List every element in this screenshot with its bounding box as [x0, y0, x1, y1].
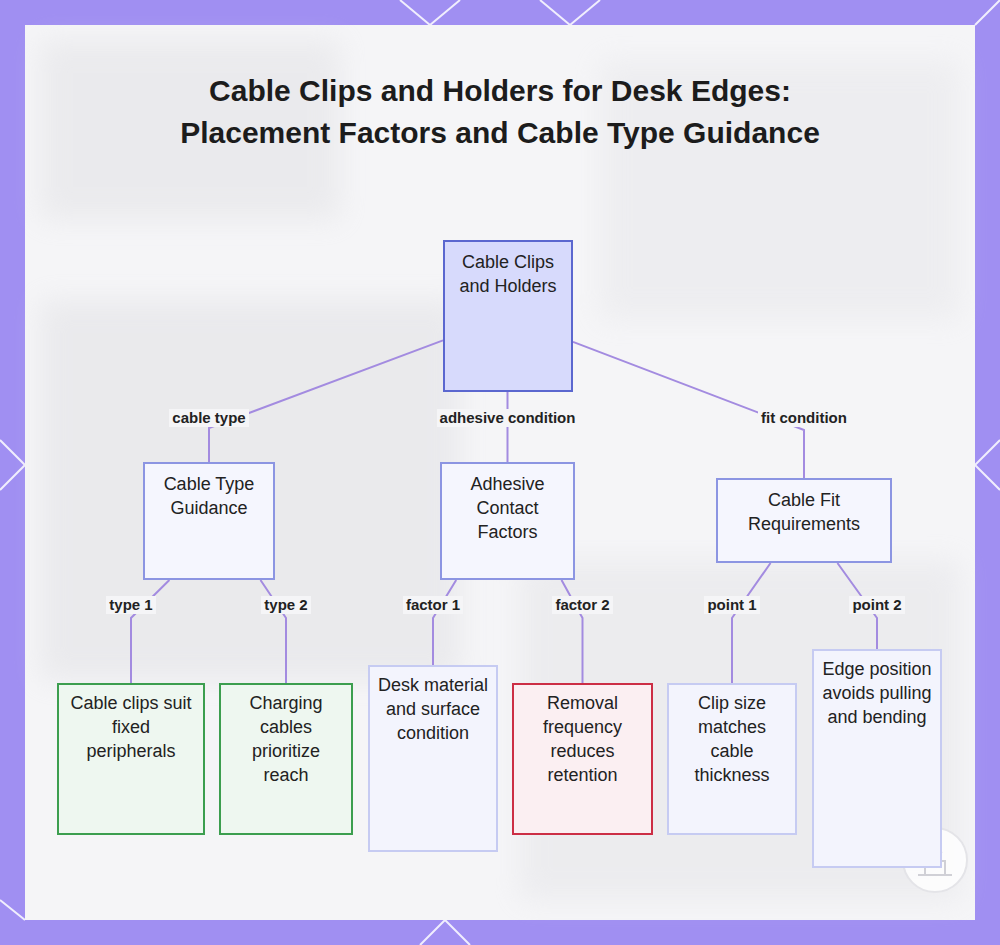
blurred-photo — [40, 40, 960, 900]
leaf-box: Desk material and surface condition — [368, 665, 498, 852]
edge-label: factor 1 — [403, 596, 463, 614]
leaf-box: Charging cables prioritize reach — [219, 683, 353, 835]
photo-shape — [520, 560, 960, 900]
leaf-box: Clip size matches cable thickness — [667, 683, 797, 835]
decor-line — [420, 920, 445, 945]
decor-line — [430, 0, 460, 25]
edge-label: point 2 — [849, 596, 904, 614]
edge-label: type 1 — [106, 596, 155, 614]
node-label: Cable Clips and Holders — [452, 250, 564, 298]
decor-line — [0, 900, 25, 920]
node-label: Clip size matches cable thickness — [676, 691, 788, 787]
edge-label: adhesive condition — [437, 409, 579, 427]
edge-label: type 2 — [261, 596, 310, 614]
node-label: Adhesive Contact Factors — [449, 472, 566, 544]
leaf-box: Edge position avoids pulling and bending — [812, 649, 942, 868]
decor-line — [975, 465, 1000, 490]
node-label: Cable Type Guidance — [152, 472, 266, 520]
edge-label: factor 2 — [552, 596, 612, 614]
leaf-box: Removal frequency reduces retention — [512, 683, 653, 835]
decor-line — [0, 465, 25, 490]
decor-line — [975, 440, 1000, 465]
edge-label: cable type — [169, 409, 248, 427]
node-label: Cable clips suit fixed peripherals — [66, 691, 196, 763]
decor-line — [975, 0, 1000, 25]
category-box: Cable Type Guidance — [143, 462, 275, 580]
panel — [25, 25, 975, 920]
edge-label: fit condition — [758, 409, 850, 427]
connector — [507, 392, 509, 462]
category-box: Adhesive Contact Factors — [440, 462, 575, 580]
decor-line — [540, 0, 570, 25]
category-box: Cable Fit Requirements — [716, 478, 892, 563]
node-label: Charging cables prioritize reach — [228, 691, 344, 787]
photo-shape — [40, 300, 460, 680]
node-label: Edge position avoids pulling and bending — [821, 657, 933, 729]
diagram-title: Cable Clips and Holders for Desk Edges: … — [180, 70, 820, 154]
connector — [732, 563, 771, 683]
connector — [209, 340, 443, 462]
leaf-box: Cable clips suit fixed peripherals — [57, 683, 205, 835]
node-label: Removal frequency reduces retention — [521, 691, 644, 787]
node-label: Cable Fit Requirements — [725, 488, 883, 536]
node-label: Desk material and surface condition — [377, 673, 489, 745]
connector — [433, 580, 456, 665]
decor-line — [445, 920, 470, 945]
root-box: Cable Clips and Holders — [443, 240, 573, 392]
decor-line — [570, 0, 600, 25]
decor-line — [400, 0, 430, 25]
edge-label: point 1 — [704, 596, 759, 614]
decor-line — [0, 440, 25, 465]
